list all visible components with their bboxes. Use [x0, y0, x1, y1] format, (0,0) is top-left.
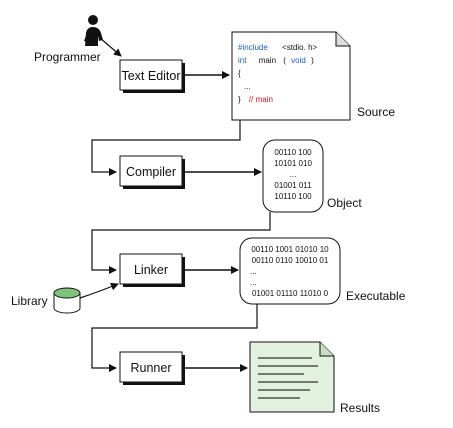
source-label: Source: [357, 105, 395, 119]
arrow-programmer-to-editor: [99, 37, 122, 57]
executable-line-1: 00110 1001 01010 10: [251, 245, 329, 254]
object-file: 00110 100 10101 010 ... 01001 011 10110 …: [262, 139, 324, 213]
linker-box: Linker: [119, 253, 185, 287]
results-document: [249, 341, 335, 413]
object-label: Object: [327, 196, 362, 210]
svg-text:} // main: } // main: [238, 95, 273, 104]
compiler-box: Compiler: [119, 155, 185, 189]
programmer-label: Programmer: [34, 50, 101, 64]
object-line-1: 00110 100: [274, 148, 312, 157]
executable-file: 00110 1001 01010 10 00110 0110 10010 01 …: [239, 237, 341, 305]
library-database-icon: [53, 287, 81, 314]
executable-line-5: 01001 01110 11010 0: [252, 289, 329, 298]
executable-line-4: ...: [250, 278, 257, 287]
compiler-label: Compiler: [126, 165, 176, 179]
text-editor-label: Text Editor: [121, 69, 180, 83]
object-line-2: 10101 010: [274, 159, 312, 168]
arrow-library-to-linker: [79, 282, 119, 299]
object-line-5: 10110 100: [274, 192, 312, 201]
code-include: #include: [238, 43, 268, 52]
programmer-icon: [84, 15, 103, 46]
arrow-source-to-compiler: [91, 120, 241, 176]
executable-line-2: 00110 0110 10010 01: [252, 256, 329, 265]
code-ellipsis: ...: [244, 82, 251, 91]
code-int: int: [238, 56, 247, 65]
svg-text:#include <stdio. h>: #include <stdio. h>: [238, 43, 318, 52]
code-open-brace: {: [238, 69, 241, 78]
code-main: main: [259, 56, 276, 65]
runner-label: Runner: [131, 361, 172, 375]
object-line-4: 01001 011: [274, 181, 312, 190]
arrow-executable-to-runner: [91, 304, 258, 372]
executable-line-3: ...: [250, 267, 257, 276]
executable-label: Executable: [346, 289, 406, 303]
code-paren-open: (: [283, 56, 286, 65]
linker-label: Linker: [134, 263, 168, 277]
code-close-brace: }: [238, 95, 241, 104]
text-editor-box: Text Editor: [119, 59, 185, 93]
code-void: void: [291, 56, 306, 65]
runner-box: Runner: [119, 351, 185, 385]
svg-text:int main ( v: int main ( void ): [238, 56, 314, 65]
library-label: Library: [11, 294, 48, 308]
source-document: #include <stdio. h> int main ( void ) { …: [231, 31, 351, 121]
code-paren-close: ): [311, 56, 314, 65]
arrow-object-to-linker: [91, 212, 271, 274]
results-label: Results: [340, 401, 380, 415]
object-line-3: ...: [290, 170, 297, 179]
code-comment: // main: [249, 95, 273, 104]
code-stdio: <stdio. h>: [282, 43, 317, 52]
